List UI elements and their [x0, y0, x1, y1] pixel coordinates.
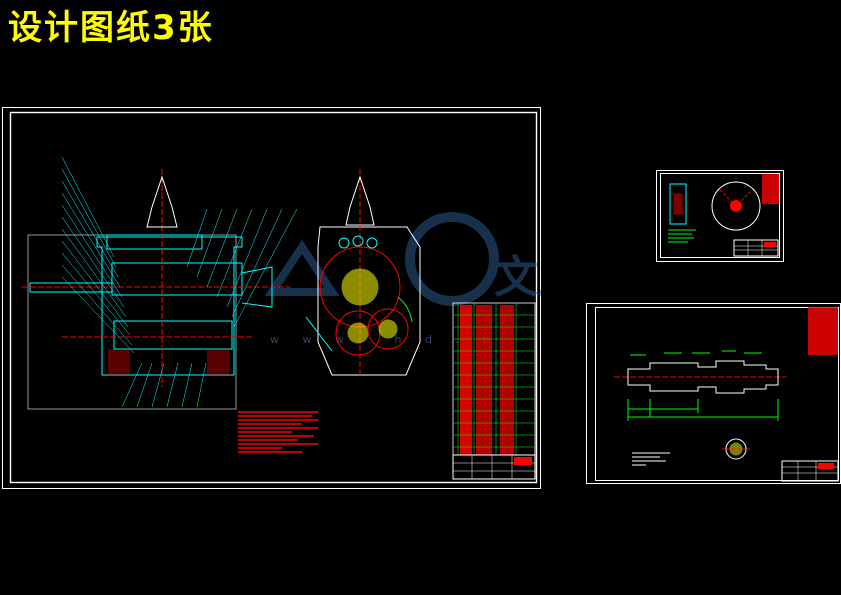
- assembly-drawing-sheet[interactable]: 文库 w w w . h d . n: [2, 107, 541, 489]
- technical-notes-block: [238, 411, 318, 453]
- page-title: 设计图纸3张: [8, 8, 214, 48]
- gearbox-section-view: [22, 156, 298, 410]
- watermark-url: w w w . h d . n: [270, 333, 499, 346]
- gearbox-end-view: [305, 169, 421, 376]
- watermark-logo: 文库 w w w . h d . n: [264, 212, 541, 346]
- shaft-part-drawing-sheet[interactable]: [586, 303, 841, 484]
- gear-part-views: [668, 174, 779, 257]
- watermark-brand: 文库: [494, 252, 541, 303]
- parts-list-table: [452, 302, 536, 480]
- gear-part-drawing-sheet[interactable]: [656, 170, 784, 262]
- shaft-part-views: [614, 307, 839, 482]
